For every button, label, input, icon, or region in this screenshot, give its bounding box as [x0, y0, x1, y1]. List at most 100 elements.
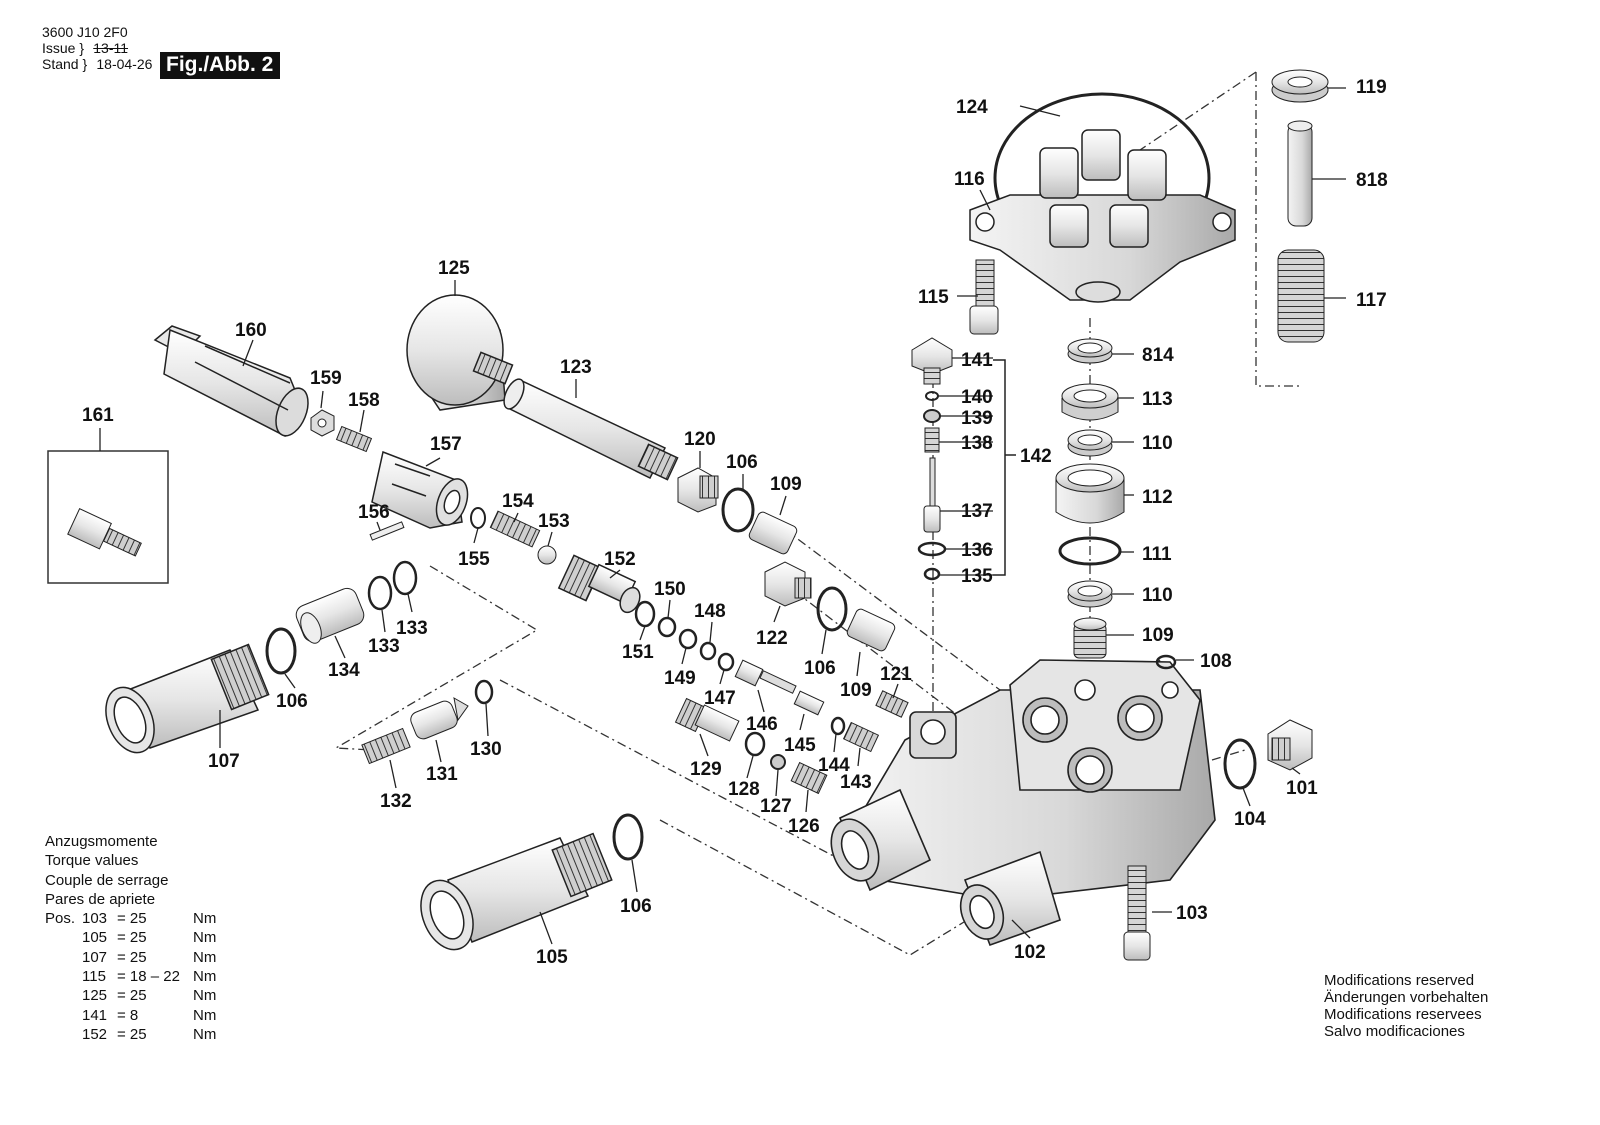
torque-row: 141 = 8 Nm	[45, 1006, 216, 1025]
label-138: 138	[961, 433, 993, 454]
part-161-inset-box	[47, 450, 169, 584]
label-814: 814	[1142, 345, 1174, 366]
label-106-a: 106	[726, 452, 758, 473]
part-161-fitting	[67, 508, 142, 557]
label-137: 137	[961, 501, 993, 522]
label-140: 140	[961, 387, 993, 408]
guide-line	[333, 565, 539, 751]
torque-pos: 115	[82, 968, 106, 986]
part-147-washer	[717, 652, 735, 672]
label-133-a: 133	[368, 636, 400, 657]
torque-value: = 25	[117, 910, 147, 928]
torque-unit: Nm	[193, 948, 217, 966]
part-159-nut	[310, 409, 335, 437]
issue-label: Issue	[42, 40, 76, 56]
label-105: 105	[536, 947, 568, 968]
part-106-oring-d	[612, 813, 644, 861]
label-155: 155	[458, 549, 490, 570]
part-142-bracket	[993, 359, 1016, 576]
label-119: 119	[1356, 77, 1387, 98]
torque-value: = 25	[117, 987, 147, 1005]
part-102-pump-head	[830, 659, 1216, 947]
issue-row: Issue } 13-11	[42, 40, 152, 56]
torque-title-line: Pares de apriete	[45, 890, 156, 908]
part-155-washer	[470, 507, 486, 529]
label-153: 153	[538, 511, 570, 532]
label-103: 103	[1176, 903, 1208, 924]
label-121: 121	[880, 664, 912, 685]
part-122-plug	[764, 561, 812, 607]
modifications-line: Modifications reserved	[1324, 972, 1475, 989]
part-143-spring	[842, 721, 880, 753]
label-150: 150	[654, 579, 686, 600]
part-120-plug	[677, 467, 719, 513]
label-159: 159	[310, 368, 342, 389]
label-123: 123	[560, 357, 592, 378]
part-127-washer	[770, 754, 786, 770]
part-136-oring	[917, 541, 947, 557]
label-125: 125	[438, 258, 470, 279]
label-134: 134	[328, 660, 360, 681]
torque-row: 152 = 25 Nm	[45, 1025, 216, 1044]
torque-value: = 8	[117, 1006, 139, 1024]
modifications-line: Änderungen vorbehalten	[1324, 989, 1489, 1006]
part-131-valve	[410, 697, 469, 740]
torque-row: 107 = 25 Nm	[45, 948, 216, 967]
torque-unit: Nm	[193, 929, 217, 947]
part-151-oring	[634, 600, 656, 628]
label-106-c: 106	[276, 691, 308, 712]
modifications-notice: Modifications reserved Änderungen vorbeh…	[1324, 972, 1488, 1040]
part-137-pin	[923, 457, 941, 533]
label-144: 144	[818, 755, 850, 776]
label-135: 135	[961, 566, 993, 587]
label-104: 104	[1234, 809, 1266, 830]
part-152-fitting	[557, 554, 641, 614]
part-116-manifold	[969, 129, 1236, 303]
label-136: 136	[961, 540, 993, 561]
torque-row: Pos. 103 = 25 Nm	[45, 909, 216, 928]
part-153-ball	[537, 545, 557, 565]
part-106-oring-b	[816, 586, 848, 632]
label-127: 127	[760, 796, 792, 817]
label-818: 818	[1356, 170, 1388, 191]
torque-title-line: Couple de serrage	[45, 871, 169, 889]
part-110-ring-a	[1067, 429, 1113, 457]
label-120: 120	[684, 429, 716, 450]
part-125-drum	[406, 294, 514, 411]
brace-icon: }	[79, 40, 85, 56]
part-111-oring	[1058, 536, 1122, 566]
part-104-oring	[1223, 738, 1257, 790]
part-132-spring	[361, 727, 411, 765]
label-131: 131	[426, 764, 458, 785]
label-160: 160	[235, 320, 267, 341]
part-106-oring-a	[721, 487, 755, 533]
part-103-bolt	[1123, 865, 1151, 961]
label-133-b: 133	[396, 618, 428, 639]
stand-value: 18-04-26	[96, 56, 153, 72]
label-148: 148	[694, 601, 726, 622]
part-818-plunger	[1287, 120, 1313, 227]
part-101-plug	[1267, 719, 1313, 771]
part-133-oring-a	[367, 575, 393, 611]
modifications-line: Salvo modificaciones	[1324, 1023, 1465, 1040]
label-112: 112	[1142, 487, 1173, 508]
torque-row: 125 = 25 Nm	[45, 986, 216, 1005]
torque-pos: 105	[82, 929, 108, 947]
label-126: 126	[788, 816, 820, 837]
label-106-b: 106	[804, 658, 836, 679]
torque-pos: 141	[82, 1006, 108, 1024]
torque-value: = 25	[117, 1025, 147, 1043]
part-105-hose-fitting	[420, 832, 613, 951]
figure-label: Fig./Abb. 2	[160, 52, 281, 79]
torque-values-table: Anzugsmomente Torque values Couple de se…	[45, 832, 216, 1044]
guide-line	[779, 579, 991, 741]
label-156: 156	[358, 502, 390, 523]
part-128-oring	[744, 731, 766, 757]
part-109-valve-a	[748, 511, 798, 555]
label-147: 147	[704, 688, 736, 709]
guide-line	[1211, 749, 1246, 761]
torque-row: 115 = 18 – 22 Nm	[45, 967, 216, 986]
label-151: 151	[622, 642, 654, 663]
issue-value: 13-11	[93, 40, 129, 56]
label-109-b: 109	[840, 680, 872, 701]
